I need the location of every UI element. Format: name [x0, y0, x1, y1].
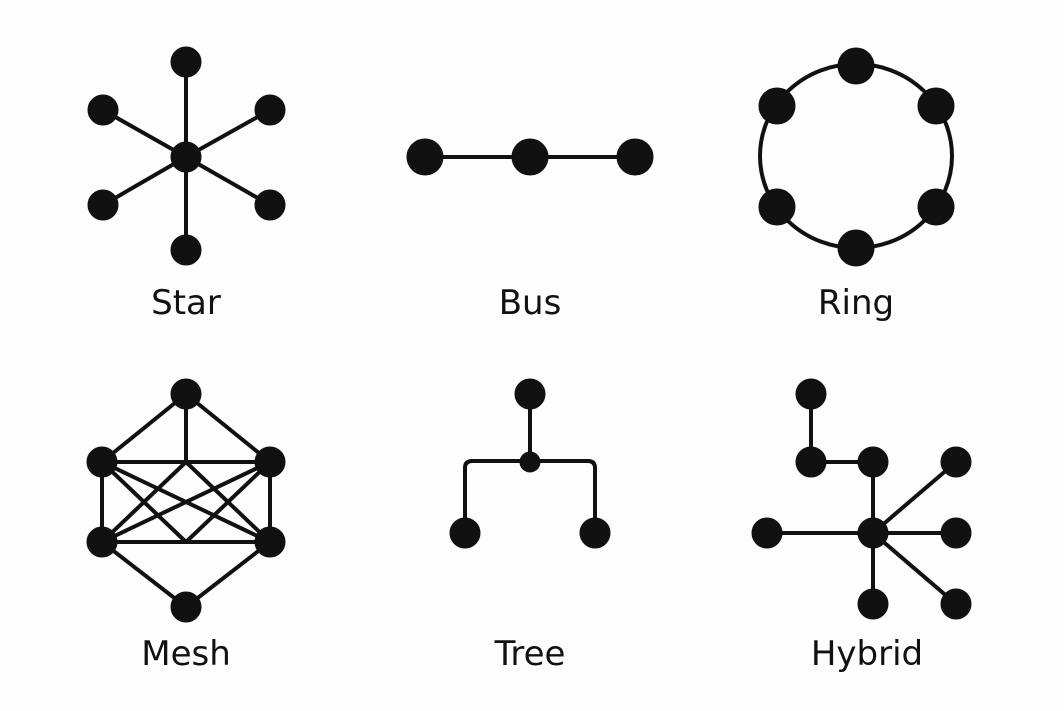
ring-label: Ring [817, 283, 895, 323]
star-node [170, 46, 202, 78]
hybrid-node [857, 588, 889, 620]
mesh-topology [86, 378, 286, 623]
hybrid-hub-node [857, 517, 889, 549]
mesh-node [254, 526, 286, 558]
star-node [254, 94, 286, 126]
hybrid-node [857, 446, 889, 478]
hybrid-node [940, 517, 972, 549]
mesh-label: Mesh [141, 634, 231, 674]
ring-node [758, 87, 796, 125]
bus-label: Bus [498, 283, 562, 323]
ring-node [758, 188, 796, 226]
hybrid-links [767, 394, 958, 606]
hybrid-node [795, 378, 827, 410]
bus-topology [406, 138, 654, 176]
star-node [87, 94, 119, 126]
tree-leaf-node [449, 517, 481, 549]
star-label: Star [151, 283, 221, 323]
tree-leaf-node [579, 517, 611, 549]
hybrid-node [940, 446, 972, 478]
mesh-node [170, 378, 202, 410]
star-node [87, 189, 119, 221]
hybrid-node [751, 517, 783, 549]
tree-topology [449, 378, 611, 549]
ring-node [837, 47, 875, 85]
tree-label: Tree [494, 634, 566, 674]
hybrid-topology [751, 378, 972, 620]
mesh-node [170, 591, 202, 623]
star-hub-node [170, 141, 202, 173]
star-node [170, 234, 202, 266]
hybrid-node [940, 588, 972, 620]
tree-root-node [514, 378, 546, 410]
hybrid-label: Hybrid [810, 634, 924, 674]
bus-node [511, 138, 549, 176]
star-node [254, 189, 286, 221]
mesh-links [100, 392, 272, 609]
hybrid-node [795, 446, 827, 478]
ring-node [917, 87, 955, 125]
ring-node [917, 188, 955, 226]
mesh-node [254, 446, 286, 478]
bus-node [406, 138, 444, 176]
mesh-node [86, 446, 118, 478]
ring-node [837, 229, 875, 267]
tree-junction-node [519, 451, 541, 473]
bus-node [616, 138, 654, 176]
mesh-node [86, 526, 118, 558]
star-topology [87, 46, 286, 266]
ring-topology [758, 47, 955, 267]
